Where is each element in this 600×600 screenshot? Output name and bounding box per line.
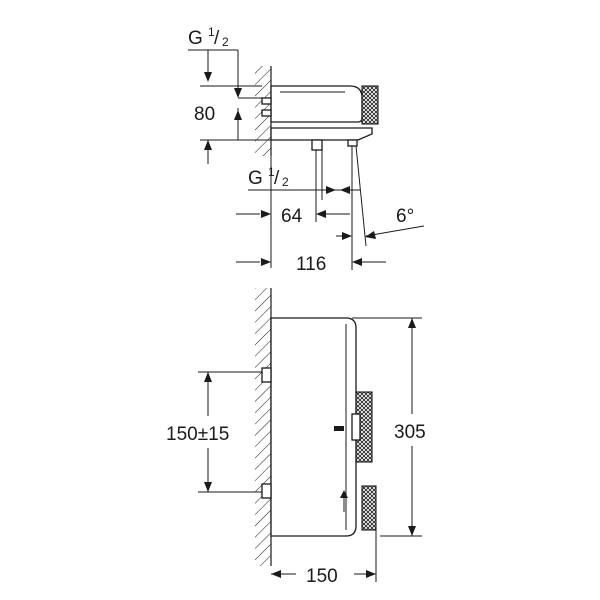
- offset-arrow-b: [316, 210, 326, 218]
- depth-arrow-a: [261, 258, 271, 266]
- thread-top-letter: G: [188, 28, 203, 49]
- offset-label: 64: [281, 206, 303, 227]
- thread-bottom-den: 2: [282, 175, 289, 189]
- outlet-spout: [311, 139, 323, 151]
- total-arrow-top: [408, 318, 416, 328]
- spacing-dim: 150±15: [166, 371, 262, 493]
- depth-arrow-b: [352, 258, 362, 266]
- inlet-stub-front-upper: [261, 367, 272, 383]
- thread-bottom-arrow-b: [340, 186, 350, 194]
- thread-top-slash: /: [214, 28, 220, 49]
- thread-top-num: 1: [208, 25, 215, 39]
- inlet-stub-front-lower: [261, 483, 272, 499]
- inlet-stub-lower: [261, 109, 272, 117]
- height-arrow-a: [234, 110, 242, 120]
- knurled-control-side: [361, 85, 379, 125]
- angle-leader-right: [365, 225, 425, 237]
- total-height-label: 305: [394, 422, 426, 443]
- width-arrow-left: [271, 570, 281, 578]
- spacing-arrow-bottom: [204, 482, 212, 492]
- flow-indicator-arrow: [340, 490, 348, 498]
- depth-dim-116: 116: [236, 246, 386, 275]
- thread-top-arrow-b: [234, 88, 242, 98]
- wall-hatch-front: [255, 288, 271, 566]
- width-arrow-right: [366, 570, 376, 578]
- width-label: 150: [306, 566, 338, 587]
- angle-arrow-a: [342, 232, 352, 240]
- spacing-arrow-top: [204, 372, 212, 382]
- height-arrow-b: [204, 140, 212, 150]
- angle-dim-6: 6°: [336, 145, 425, 247]
- thread-dim-top: G 1 / 2: [188, 25, 262, 99]
- thread-bottom-letter: G: [248, 168, 263, 189]
- inlet-stub-upper: [261, 97, 272, 105]
- thermostat-body-side: [270, 85, 363, 123]
- knurled-control-lower: [361, 485, 377, 531]
- front-view: 150±15 305 150: [166, 288, 426, 587]
- offset-dim-64: 64: [236, 156, 350, 268]
- thread-top-arrow-a: [204, 72, 212, 82]
- height-dim-305: 305: [352, 317, 426, 537]
- thread-bottom-slash: /: [274, 168, 280, 189]
- control-marker: [334, 426, 344, 431]
- thread-dim-bottom: G 1 / 2: [248, 150, 360, 200]
- thread-bottom-arrow-a: [326, 186, 336, 194]
- spacing-label: 150±15: [166, 424, 229, 445]
- angle-arrow-b: [365, 231, 376, 239]
- angle-ref-sloped: [355, 145, 367, 247]
- thermostat-body-front: [270, 317, 357, 537]
- width-dim-150: 150: [271, 530, 377, 587]
- offset-arrow-a: [261, 210, 271, 218]
- side-view: G 1 / 2 80 G 1 / 2: [188, 25, 425, 275]
- depth-label: 116: [296, 254, 326, 275]
- outlet-nozzle: [347, 139, 358, 147]
- control-hub-upper: [351, 413, 361, 441]
- total-arrow-bottom: [408, 526, 416, 536]
- angle-label: 6°: [396, 206, 414, 227]
- thread-top-den: 2: [222, 35, 229, 49]
- outlet-shelf: [270, 127, 373, 141]
- height-dim-80: 80: [194, 85, 271, 164]
- height-label: 80: [194, 104, 215, 125]
